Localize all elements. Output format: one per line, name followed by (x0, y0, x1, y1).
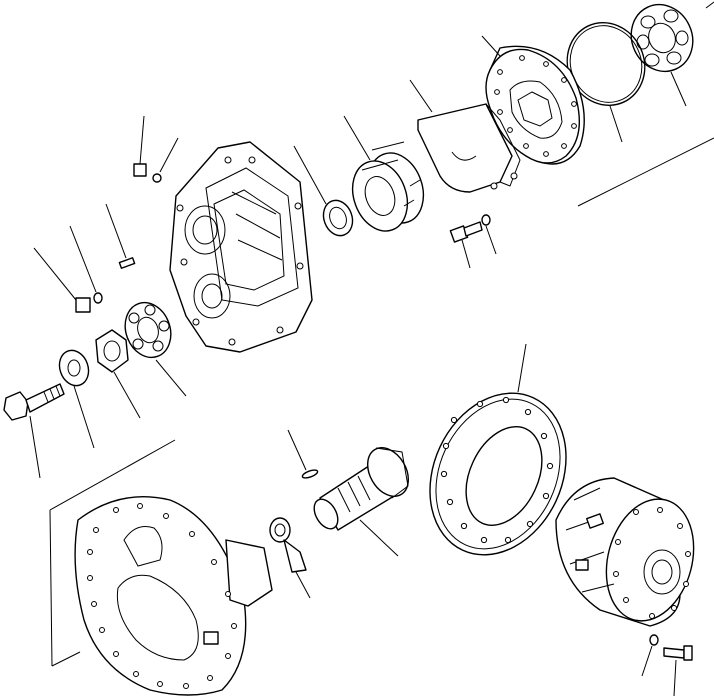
retaining-nut (95, 329, 129, 373)
breather-plug (133, 163, 162, 183)
leader-line (641, 645, 653, 677)
plug-bolt (75, 292, 103, 313)
leader-line (481, 35, 501, 57)
leader-line (485, 225, 497, 255)
shaft-key (301, 469, 319, 479)
leader-line (73, 385, 95, 449)
carrier-housing (74, 496, 273, 696)
pinion-shaft (313, 447, 409, 531)
leader-line (113, 371, 141, 419)
pinion-bearing (124, 301, 172, 359)
leader-line (517, 343, 527, 393)
leader-line (609, 105, 623, 143)
leader-line (293, 145, 327, 205)
dowel-pin (118, 257, 136, 269)
bearing-ring (630, 3, 694, 73)
leader-line (105, 203, 127, 259)
upper-group-bracket (577, 1, 714, 207)
leader-line (295, 571, 311, 599)
leader-line (287, 429, 307, 471)
bolt (3, 383, 65, 421)
roller-bearing-cone (351, 141, 425, 232)
small-bolt (449, 214, 491, 243)
leader-line (69, 225, 97, 293)
leader-line (359, 519, 399, 557)
differential-case-cover (169, 141, 313, 353)
companion-flange (58, 349, 90, 387)
leader-line (673, 659, 677, 697)
leader-line (33, 247, 77, 301)
guard-bracket (417, 103, 521, 193)
lower-group-bracket (49, 439, 176, 667)
roller-bearing-cup (322, 199, 354, 237)
leader-line (159, 137, 179, 173)
leader-line (139, 115, 145, 165)
leader-line (670, 71, 687, 107)
leader-line (343, 115, 371, 161)
ring-gear (429, 392, 567, 556)
bearing-cage (485, 45, 585, 165)
pinion-bearing-outer-race (269, 517, 307, 573)
case-bolt (649, 634, 693, 661)
leader-line (461, 239, 471, 269)
leader-line (155, 359, 187, 397)
leader-line (409, 79, 433, 113)
differential-case (555, 477, 695, 627)
leader-line (29, 415, 41, 479)
